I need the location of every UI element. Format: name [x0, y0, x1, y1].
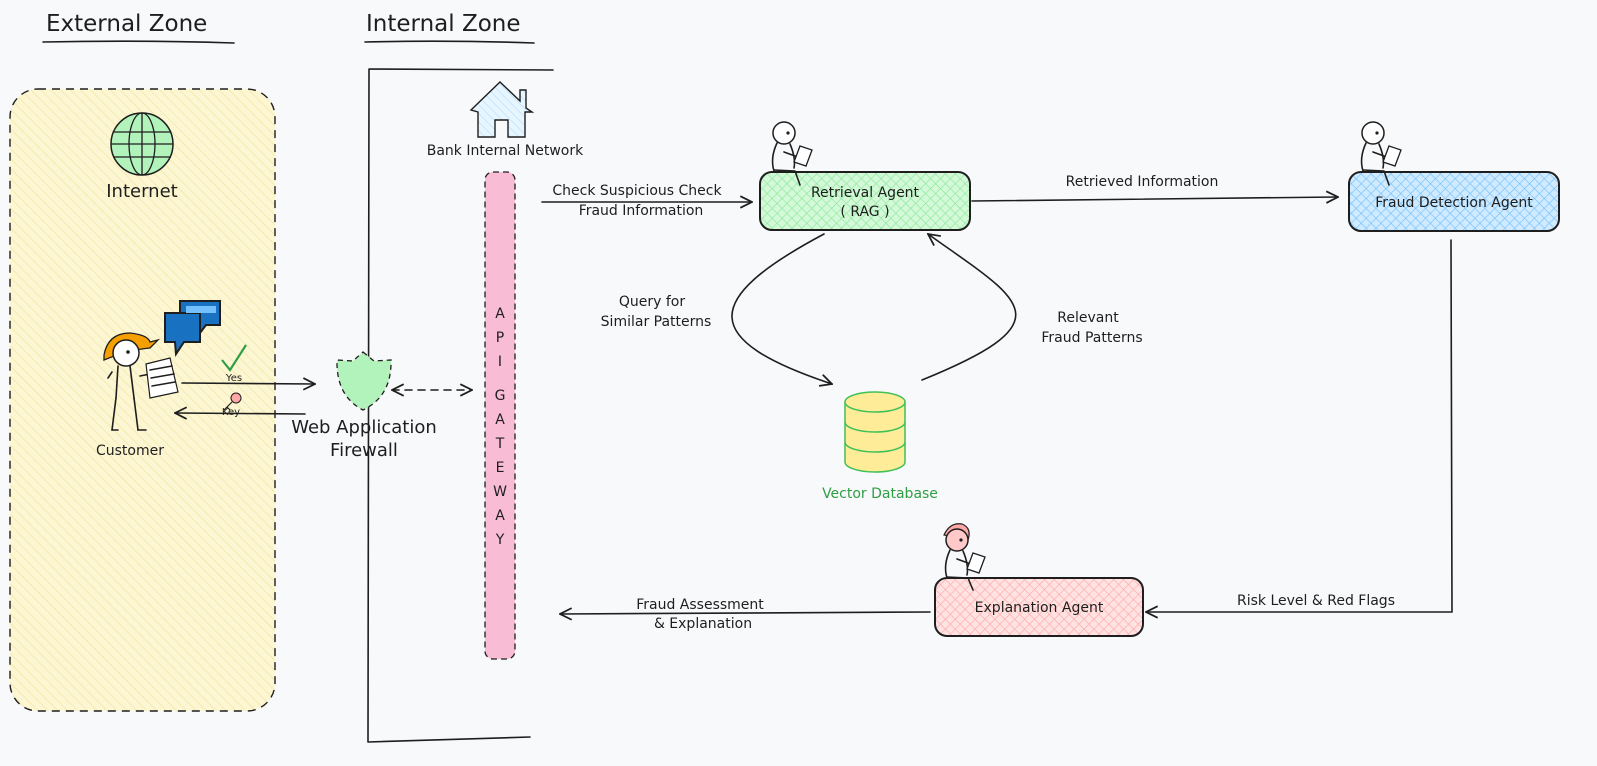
fraud-detection-agent-box[interactable]: [1348, 171, 1560, 232]
internet-label: Internet: [106, 181, 177, 202]
shield-icon: [336, 351, 392, 411]
svg-text:E: E: [496, 460, 505, 476]
svg-text:W: W: [493, 484, 507, 500]
fraud-to-explanation-arrow: [1146, 239, 1453, 612]
house-icon: [469, 81, 535, 138]
check-label-line1: Check Suspicious Check: [552, 183, 722, 199]
person-laptop-icon: [771, 121, 813, 186]
key-tag: Key: [222, 407, 240, 418]
svg-text:External Zone: External Zone: [46, 11, 207, 37]
internal-zone-boundary: [367, 68, 554, 743]
query-patterns-arrow: [731, 233, 832, 384]
query-label-line2: Similar Patterns: [601, 314, 712, 330]
relevant-label-line2: Fraud Patterns: [1041, 330, 1142, 346]
checkmark-icon: [221, 344, 247, 372]
person-laptop-icon: [1360, 121, 1402, 186]
waf-label-line1: Web Application: [291, 417, 437, 438]
database-icon: [844, 391, 906, 473]
customer-label: Customer: [96, 443, 164, 459]
risk-level-label: Risk Level & Red Flags: [1237, 593, 1395, 609]
globe-icon: [110, 112, 174, 176]
svg-text:T: T: [495, 436, 505, 452]
internal-zone-title: Internal Zone: [364, 11, 535, 44]
external-zone-title: External Zone: [42, 11, 235, 44]
external-zone-box: [9, 88, 276, 712]
explanation-to-gateway-arrow: [560, 612, 931, 614]
waf-label-line2: Firewall: [330, 440, 398, 461]
bank-network-label: Bank Internal Network: [427, 143, 584, 159]
assessment-label-line1: Fraud Assessment: [636, 597, 764, 613]
query-label-line1: Query for: [619, 294, 685, 310]
retrieved-info-label: Retrieved Information: [1066, 174, 1219, 190]
svg-text:A: A: [495, 412, 505, 428]
relevant-label-line1: Relevant: [1057, 310, 1119, 326]
fraud-detection-agent-label: Fraud Detection Agent: [1375, 195, 1533, 211]
retrieval-agent-label-line1: Retrieval Agent: [811, 185, 920, 201]
waf-to-customer-arrow: [175, 413, 306, 414]
retrieval-agent-box[interactable]: [759, 171, 971, 231]
retrieval-to-fraud-arrow: [971, 197, 1338, 201]
api-gateway-label: A P I G A T E W A Y: [493, 306, 507, 548]
relevant-patterns-arrow: [921, 234, 1017, 381]
explanation-agent-label: Explanation Agent: [975, 600, 1104, 616]
key-icon: [223, 392, 242, 411]
check-label-line2: Fraud Information: [579, 203, 704, 219]
assessment-label-line2: & Explanation: [654, 616, 752, 632]
svg-text:P: P: [496, 330, 504, 346]
svg-text:G: G: [495, 388, 506, 404]
svg-text:A: A: [495, 306, 505, 322]
retrieval-agent-label-line2: ( RAG ): [840, 204, 889, 220]
svg-text:Y: Y: [495, 532, 505, 548]
person-laptop-icon: [943, 523, 986, 591]
svg-text:A: A: [495, 508, 505, 524]
explanation-agent-box[interactable]: [934, 577, 1144, 637]
svg-text:I: I: [498, 354, 502, 370]
customer-to-waf-arrow: [181, 383, 315, 384]
vector-database-label: Vector Database: [822, 486, 938, 502]
customer-figure-icon: [103, 332, 179, 431]
chat-bubbles-icon: [164, 300, 221, 357]
yes-tag: Yes: [225, 373, 242, 384]
svg-text:Internal Zone: Internal Zone: [366, 11, 521, 37]
api-gateway-box: [484, 171, 516, 660]
